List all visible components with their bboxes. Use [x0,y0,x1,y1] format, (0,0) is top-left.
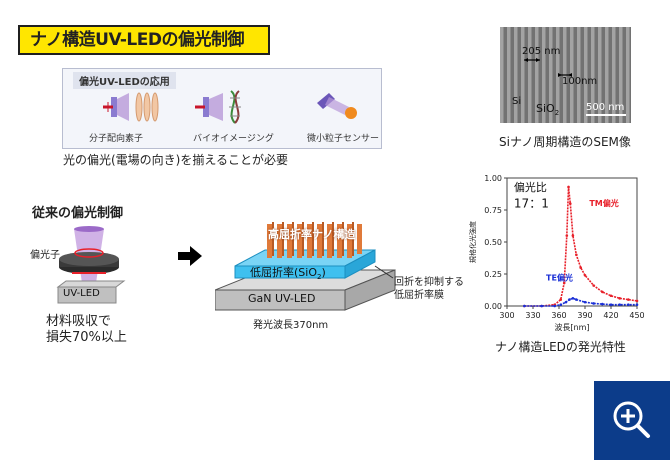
tm-point [627,298,630,301]
tm-label: TM偏光 [589,198,618,208]
te-point [627,303,630,307]
app-label-sensor: 微小粒子センサー [307,134,380,144]
particle-sensor-icon [317,93,357,119]
sem-label-sio2: SiO2 [536,102,560,118]
y-tick-label: 0.50 [484,238,502,247]
leader-line [374,265,394,279]
film-label-line1: 回折を抑制する [394,277,464,288]
app-label-molecular: 分子配向素子 [89,134,144,144]
te-point [592,302,595,305]
emission-chart: 300 330 360 390 420 450 0.00 0.25 0.50 0.75 1.00 波長… [468,174,645,332]
y-tick-label: 0.75 [484,206,502,215]
applications-note: 光の偏光(電場の向き)を揃えることが必要 [63,153,289,167]
tm-point [583,273,587,277]
ratio-annotation-line2: 17：1 [514,196,549,210]
tm-point [575,253,578,257]
y-tick-label: 0.00 [484,302,502,311]
tm-point [635,299,639,303]
plot-frame [506,177,638,307]
conventional-note-line2: 損失70%以上 [46,330,127,345]
x-axis-label: 波長[nm] [554,322,589,332]
te-point [559,303,563,307]
te-point [568,298,571,301]
tm-point [568,202,572,205]
te-point [618,303,621,307]
conventional-diagram [56,226,126,304]
x-tick-label: 450 [629,311,644,320]
te-point [601,302,604,306]
te-point [571,297,575,300]
tm-point [601,290,604,294]
sem-label-205: 205 nm [522,46,561,57]
tm-series-line [524,186,638,307]
chart-caption: ナノ構造LEDの発光特性 [495,340,626,354]
gan-side [344,269,396,311]
sio2-side [344,249,376,279]
x-tick-label: 360 [551,311,566,320]
molecular-orientation-icon [103,92,159,122]
tm-point [565,234,569,237]
te-label: TE偏光 [546,272,573,282]
low-index-label: 低屈折率(SiO2) [250,266,326,282]
ratio-annotation-line1: 偏光比 [514,180,547,194]
te-point [609,303,613,307]
conventional-note-line1: 材料吸収で [46,314,112,329]
nano-pillars [267,222,362,258]
tm-point [567,185,570,189]
applications-panel: 偏光UV-LEDの応用 分子配向素子 [62,68,382,149]
tm-point [562,281,566,285]
conventional-led-label: UV-LED [63,288,100,299]
low-index-film-label: 回折を抑制する 低屈折率膜 [394,276,464,302]
high-index-label: 高屈折率ナノ構造 [268,228,356,241]
page-title: ナノ構造UV-LEDの偏光制御 [18,25,270,55]
x-tick-label: 300 [499,311,514,320]
x-tick-label: 420 [603,311,618,320]
conventional-note: 材料吸収で 損失70%以上 [46,314,127,346]
te-point [564,300,568,304]
y-tick-label: 0.25 [484,270,502,279]
sem-label-100: 100nm [562,76,598,87]
right-arrow-icon [178,246,202,266]
sem-caption: Siナノ周期構造のSEM像 [499,135,631,149]
polarizer-label: 偏光子 [30,250,60,261]
bio-imaging-icon [195,90,241,124]
x-tick-label: 330 [525,311,540,320]
wavelength-label: 発光波長370nm [253,320,329,331]
y-axis-label: 規格化光強度 [468,221,477,263]
uv-led-block [57,286,117,304]
gan-label: GaN UV-LED [248,292,316,305]
te-point [575,298,578,301]
te-point [523,304,526,308]
sem-scale-label: 500 nm [586,102,625,113]
tm-point [571,234,575,237]
film-label-line2: 低屈折率膜 [394,290,444,301]
zoom-in-icon [613,401,650,438]
te-point [553,304,556,308]
tm-point [592,284,595,287]
app-label-bioimaging: バイオイメージング [193,134,274,144]
conventional-heading: 従来の偏光制御 [32,206,124,221]
y-tick-label: 1.00 [484,174,502,183]
sem-texture [500,27,631,123]
te-point [583,300,587,304]
tm-point [609,294,613,298]
te-point [540,304,543,308]
x-tick-label: 390 [577,311,592,320]
sem-image: 205 nm 100nm Si SiO2 500 nm [500,27,631,123]
nano-led-diagram [215,222,396,311]
zoom-button[interactable] [594,381,670,460]
applications-illustrations [103,90,357,124]
tm-point [618,297,621,300]
applications-heading: 偏光UV-LEDの応用 [73,72,176,89]
te-point [635,303,639,307]
sem-label-si: Si [512,96,522,107]
tm-point [559,298,563,301]
tm-point [579,266,582,269]
